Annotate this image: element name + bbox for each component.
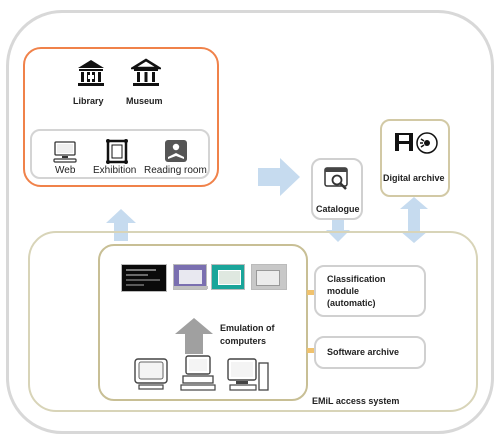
reading-room-label: Reading room bbox=[144, 165, 207, 176]
emulation-label-2: computers bbox=[220, 336, 267, 346]
classification-module-box bbox=[314, 265, 426, 317]
screenshot-desktop-purple bbox=[173, 264, 208, 290]
screenshot-terminal bbox=[121, 264, 167, 292]
digital-archive-box bbox=[380, 119, 450, 197]
computer-icon bbox=[134, 358, 168, 390]
arrow-up bbox=[106, 209, 136, 241]
computer-icon bbox=[227, 358, 269, 391]
screenshot-desktop-gray bbox=[251, 264, 287, 290]
access-points-box bbox=[23, 47, 219, 187]
classification-label-3: (automatic) bbox=[327, 298, 376, 308]
digital-archive-label: Digital archive bbox=[383, 173, 445, 183]
monitor-icon bbox=[53, 141, 77, 163]
software-archive-label: Software archive bbox=[327, 347, 400, 357]
classification-label-2: module bbox=[327, 286, 360, 296]
classification-label-1: Classification bbox=[327, 274, 386, 284]
screenshot-desktop-teal bbox=[211, 264, 245, 290]
arrow-right bbox=[258, 158, 300, 196]
exhibition-label: Exhibition bbox=[93, 165, 137, 176]
system-boundary bbox=[6, 10, 494, 434]
software-archive-box bbox=[314, 336, 426, 369]
emil-system-box bbox=[28, 231, 478, 412]
channels-box bbox=[30, 129, 210, 179]
museum-label: Museum bbox=[126, 96, 163, 106]
catalogue-icon bbox=[324, 167, 348, 190]
connector-software bbox=[307, 348, 315, 353]
emulation-label-1: Emulation of bbox=[220, 323, 275, 333]
museum-icon bbox=[131, 58, 161, 86]
catalogue-label: Catalogue bbox=[316, 204, 360, 214]
picture-frame-icon bbox=[106, 139, 128, 164]
emulation-arrow bbox=[175, 318, 213, 354]
library-label: Library bbox=[73, 96, 104, 106]
emil-label: EMiL access system bbox=[312, 396, 400, 406]
cd-icon bbox=[416, 132, 438, 154]
connector-classification bbox=[307, 290, 315, 295]
library-icon bbox=[78, 60, 104, 86]
computer-icon bbox=[180, 355, 216, 391]
web-label: Web bbox=[55, 165, 76, 176]
reading-room-icon bbox=[165, 140, 187, 162]
floppy-disk-icon bbox=[395, 133, 413, 151]
